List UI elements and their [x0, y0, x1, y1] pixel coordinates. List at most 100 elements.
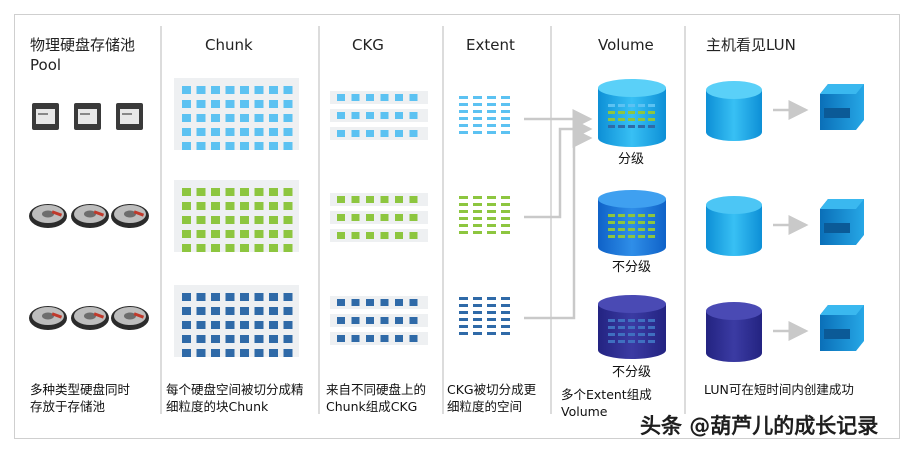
extent-block — [628, 125, 635, 128]
chunk-block — [283, 188, 293, 196]
extent-block — [628, 214, 635, 217]
chunk-block — [269, 244, 278, 252]
chunk-block — [283, 307, 293, 315]
ckg-block — [351, 214, 360, 221]
pool-caption-line: 多种类型硬盘同时 — [30, 382, 131, 397]
disk-enclosure-icon — [120, 109, 139, 124]
volume-caption-line: 多个Extent组成 — [561, 387, 652, 402]
chunk-block — [240, 230, 249, 238]
chunk-block — [196, 216, 206, 224]
extent-block — [501, 217, 510, 220]
chunk-block — [211, 128, 220, 136]
chunk-block — [182, 349, 191, 357]
extent-block — [628, 221, 635, 224]
chunk-block — [225, 202, 235, 210]
extent-block — [608, 340, 615, 343]
extent-block — [459, 297, 468, 300]
ckg-block — [380, 130, 389, 137]
extent-block — [473, 117, 482, 120]
chunk-block — [283, 321, 293, 329]
extent-caption-line: CKG被切分成更 — [447, 382, 537, 397]
chunk-block — [269, 349, 278, 357]
extent-block — [473, 224, 482, 227]
extent-block — [618, 104, 625, 107]
extent-block — [628, 326, 635, 329]
extent-block — [618, 340, 625, 343]
extent-block — [487, 311, 496, 314]
ckg-block — [337, 130, 345, 137]
lun-cylinder — [706, 205, 762, 256]
hard-disk-icon — [51, 312, 63, 319]
extent-block — [501, 124, 510, 127]
chunk-block — [211, 202, 220, 210]
chunk-block — [269, 100, 278, 108]
chunk-block — [182, 128, 191, 136]
extent-block — [487, 203, 496, 206]
ckg-block — [409, 196, 418, 203]
volume-cylinder-untiered — [598, 295, 666, 313]
extent-block — [648, 333, 655, 336]
chunk-block — [254, 100, 264, 108]
ckg-block — [351, 299, 360, 306]
chunk-block — [225, 244, 235, 252]
chunk-block — [240, 307, 249, 315]
extent-block — [487, 96, 496, 99]
volume-title: Volume — [598, 36, 654, 54]
chunk-block — [254, 86, 264, 94]
chunk-block — [211, 230, 220, 238]
extent-block — [638, 221, 645, 224]
chunk-block — [254, 202, 264, 210]
chunk-block — [211, 244, 220, 252]
chunk-block — [182, 230, 191, 238]
ckg-block — [380, 232, 389, 239]
ckg-caption-line: Chunk组成CKG — [326, 399, 418, 414]
chunk-block — [240, 216, 249, 224]
tier-label-untiered: 不分级 — [612, 365, 652, 380]
host-server-icon — [820, 305, 864, 351]
chunk-block — [283, 114, 293, 122]
volume-cylinder-tiered — [598, 79, 666, 97]
chunk-block — [182, 188, 191, 196]
extent-block — [473, 217, 482, 220]
extent-block — [638, 118, 645, 121]
ckg-block — [395, 317, 403, 324]
chunk-block — [196, 244, 206, 252]
extent-block — [501, 304, 510, 307]
chunk-block — [269, 216, 278, 224]
disk-enclosure-icon — [38, 113, 48, 115]
ckg-block — [351, 94, 360, 101]
lun-title: 主机看见LUN — [706, 36, 796, 54]
extent-block — [618, 125, 625, 128]
extent-block — [473, 332, 482, 335]
chunk-block — [254, 307, 264, 315]
chunk-block — [269, 230, 278, 238]
tier-label-untiered: 不分级 — [612, 260, 652, 275]
extent-block — [608, 125, 615, 128]
extent-block — [618, 214, 625, 217]
extent-block — [487, 231, 496, 234]
extent-block — [487, 318, 496, 321]
extent-block — [487, 110, 496, 113]
ckg-block — [366, 214, 374, 221]
extent-block — [501, 110, 510, 113]
chunk-block — [211, 142, 220, 150]
extent-block — [459, 210, 468, 213]
chunk-block — [240, 114, 249, 122]
extent-block — [628, 333, 635, 336]
extent-block — [608, 214, 615, 217]
lun-cylinder — [706, 311, 762, 362]
extent-block — [638, 111, 645, 114]
disk-enclosure-icon — [78, 109, 97, 124]
pool-subtitle: Pool — [30, 56, 62, 74]
extent-block — [501, 103, 510, 106]
extent-block — [487, 210, 496, 213]
chunk-block — [211, 335, 220, 343]
ckg-block — [380, 335, 389, 342]
ckg-block — [380, 112, 389, 119]
ckg-caption-line: 来自不同硬盘上的 — [326, 382, 427, 397]
host-server-icon — [820, 84, 864, 130]
ckg-block — [366, 130, 374, 137]
chunk-block — [254, 128, 264, 136]
hard-disk-icon — [51, 210, 63, 217]
